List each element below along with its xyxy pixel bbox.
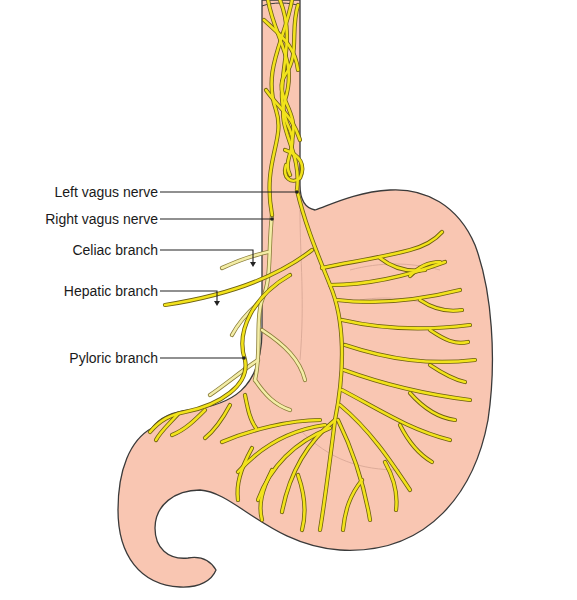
right-vagus-nerve xyxy=(210,215,305,410)
right-vagus-outline xyxy=(210,215,305,410)
leader-arrow xyxy=(214,301,220,306)
part-label: Left vagus nerve xyxy=(54,184,158,200)
leader-arrow xyxy=(250,262,256,267)
leader-line xyxy=(160,357,244,358)
leader-line xyxy=(160,218,272,219)
leader-dot xyxy=(270,217,274,221)
part-label: Right vagus nerve xyxy=(45,211,158,227)
leader-ends xyxy=(214,190,299,360)
leader-line xyxy=(160,250,253,264)
leader-dot xyxy=(295,190,299,194)
stomach-outline xyxy=(118,0,492,587)
part-label: Pyloric branch xyxy=(69,350,158,366)
part-label: Hepatic branch xyxy=(64,283,158,299)
leader-lines xyxy=(160,192,297,358)
leader-line xyxy=(160,191,297,192)
leader-dot xyxy=(242,356,246,360)
vagus-nerve xyxy=(150,0,475,530)
leader-line xyxy=(160,291,217,303)
part-label: Celiac branch xyxy=(72,242,158,258)
nerve-outline xyxy=(150,0,475,530)
